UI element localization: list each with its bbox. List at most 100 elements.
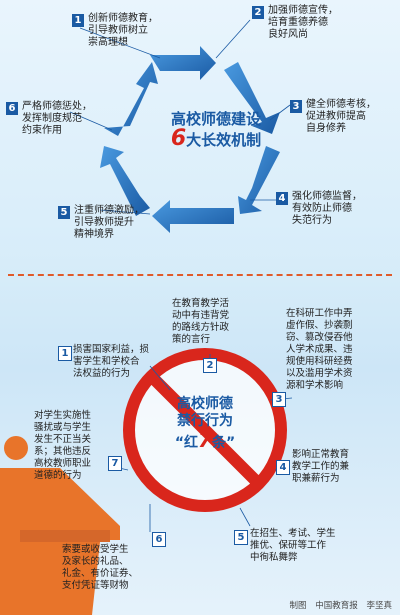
bottom-item-5: 在招生、考试、学生 推优、保研等工作 中徇私舞弊 (250, 528, 336, 564)
prohibition-diagram (0, 348, 293, 615)
top-item-1-line: 崇高理想 (88, 37, 128, 48)
bottom-item-6-line: 及家长的礼品、 (62, 556, 129, 567)
top-title-line1: 高校师德建设 (170, 110, 261, 128)
bottom-item-3: 在科研工作中弄 虚作假、抄袭剽 窃、篡改侵吞他 人学术成果、违 规使用科研经费 … (286, 308, 353, 392)
bottom-item-6: 索要或收受学生 及家长的礼品、 礼金、有价证券、 支付凭证等财物 (62, 544, 138, 592)
bottom-item-number-1: 1 (58, 346, 72, 361)
top-item-5: 注重师德激励， 引导教师提升 精神境界 (74, 205, 144, 241)
bottom-item-1-line: 法权益的行为 (73, 368, 131, 379)
bottom-item-2: 在教育教学活 动中有违背党 的路线方针政 策的言行 (172, 298, 229, 346)
hexagon-cycle-diagram (69, 19, 291, 233)
bottom-item-3-line: 源和学术影响 (286, 380, 344, 391)
bottom-item-3-line: 以及滥用学术资 (286, 368, 353, 379)
top-item-1-line: 引导教师树立 (88, 25, 148, 36)
bottom-title-line3-wrap: “红7条” (155, 430, 255, 453)
bottom-item-7-line: 道德的行为 (34, 470, 82, 481)
top-item-1-line: 创新师德教育， (88, 13, 158, 24)
top-item-number-5: 5 (58, 206, 70, 219)
bottom-item-2-line: 的路线方针政 (172, 322, 230, 333)
top-item-number-2: 2 (252, 6, 264, 19)
bottom-item-7: 对学生实施性 骚扰或与学生 发生不正当关 系；其他违反 高校教师职业 道德的行为 (34, 410, 91, 482)
top-item-4-line: 有效防止师德 (292, 203, 352, 214)
bottom-item-4-line: 影响正常教育 (292, 449, 350, 460)
top-item-3-line: 促进教师提高 (306, 111, 366, 122)
bottom-item-6-line: 索要或收受学生 (62, 544, 129, 555)
credits: 制图 中国教育报 李坚真 (284, 599, 392, 611)
bottom-item-2-line: 动中有违背党 (172, 310, 230, 321)
lectern-illustration (0, 436, 120, 615)
top-item-number-1: 1 (72, 14, 84, 27)
cycle-arrow-bottom (152, 200, 234, 233)
bottom-item-7-line: 骚扰或与学生 (34, 422, 92, 433)
bottom-title-line1: 高校师德 (177, 396, 233, 412)
bottom-item-number-6: 6 (152, 532, 166, 547)
bottom-item-6-line: 礼金、有价证券、 (62, 568, 139, 579)
top-item-number-3: 3 (290, 100, 302, 113)
bottom-item-5-line: 中徇私舞弊 (250, 552, 298, 563)
section-divider (8, 274, 392, 276)
bottom-title-line3-post: 条” (211, 435, 236, 451)
bottom-item-6-line: 支付凭证等财物 (62, 580, 129, 591)
top-title-number: 6 (170, 126, 187, 151)
bottom-item-3-line: 窃、篡改侵吞他 (286, 332, 353, 343)
top-item-3-line: 自身修养 (306, 123, 346, 134)
cycle-arrow-bottom-left (100, 146, 150, 216)
top-item-4: 强化师德监督， 有效防止师德 失范行为 (292, 191, 362, 227)
bottom-item-4-line: 职兼薪行为 (292, 473, 340, 484)
top-item-2-line: 加强师德宣传， (268, 5, 338, 16)
top-item-2: 加强师德宣传， 培育重德养德 良好风尚 (268, 5, 338, 41)
top-item-2-line: 良好风尚 (268, 29, 308, 40)
bottom-item-1-line: 害学生和学校合 (73, 356, 140, 367)
bottom-item-3-line: 虚作假、抄袭剽 (286, 320, 353, 331)
top-item-2-line: 培育重德养德 (268, 17, 328, 28)
cycle-arrow-top-right (224, 62, 280, 134)
bottom-item-2-line: 在教育教学活 (172, 298, 230, 309)
bottom-item-3-line: 规使用科研经费 (286, 356, 353, 367)
bottom-item-number-7: 7 (108, 456, 122, 471)
bottom-item-1: 损害国家利益，损 害学生和学校合 法权益的行为 (73, 344, 149, 380)
bottom-item-number-4: 4 (276, 460, 290, 475)
top-item-5-line: 注重师德激励， (74, 205, 144, 216)
bottom-item-5-line: 在招生、考试、学生 (250, 528, 336, 539)
cycle-arrow-top-left (104, 62, 158, 136)
top-item-6-line: 严格师德惩处， (22, 101, 92, 112)
bottom-title-line3-pre: “红 (174, 435, 199, 451)
top-item-4-line: 失范行为 (292, 215, 332, 226)
bottom-title-number: 7 (198, 428, 212, 452)
top-item-4-line: 强化师德监督， (292, 191, 362, 202)
top-title: 高校师德建设 6大长效机制 (160, 110, 272, 151)
credit-label: 制图 (289, 601, 307, 611)
top-item-5-line: 精神境界 (74, 229, 114, 240)
bottom-item-7-line: 系；其他违反 (34, 446, 92, 457)
bottom-item-1-line: 损害国家利益，损 (73, 344, 150, 355)
cycle-arrow-top (150, 46, 216, 80)
bottom-item-number-3: 3 (272, 392, 286, 407)
top-title-line2-wrap: 6大长效机制 (160, 128, 272, 151)
top-item-number-6: 6 (6, 102, 18, 115)
top-item-6-line: 约束作用 (22, 125, 62, 136)
credit-author: 李坚真 (366, 601, 392, 611)
bottom-title-line2: 禁行行为 (177, 413, 233, 429)
top-item-5-line: 引导教师提升 (74, 217, 134, 228)
top-item-1: 创新师德教育， 引导教师树立 崇高理想 (88, 13, 158, 49)
bottom-item-3-line: 在科研工作中弄 (286, 308, 353, 319)
cycle-arrow-bottom-right (238, 146, 280, 214)
top-item-3: 健全师德考核， 促进教师提高 自身修养 (306, 99, 376, 135)
bottom-item-5-line: 推优、保研等工作 (250, 540, 327, 551)
top-item-number-4: 4 (276, 192, 288, 205)
bottom-item-number-2: 2 (203, 358, 217, 373)
bottom-item-7-line: 高校教师职业 (34, 458, 92, 469)
top-item-6-line: 发挥制度规范 (22, 113, 82, 124)
bottom-item-4: 影响正常教育 教学工作的兼 职兼薪行为 (292, 449, 349, 485)
top-title-line2: 大长效机制 (186, 131, 262, 149)
top-item-3-line: 健全师德考核， (306, 99, 376, 110)
bottom-item-7-line: 对学生实施性 (34, 410, 92, 421)
bottom-item-7-line: 发生不正当关 (34, 434, 92, 445)
bottom-item-number-5: 5 (234, 530, 248, 545)
bottom-item-4-line: 教学工作的兼 (292, 461, 350, 472)
bottom-title: 高校师德 禁行行为 “红7条” (155, 396, 255, 453)
prohibition-slash (147, 372, 263, 488)
top-item-6: 严格师德惩处， 发挥制度规范 约束作用 (22, 101, 92, 137)
bottom-item-2-line: 策的言行 (172, 334, 211, 345)
